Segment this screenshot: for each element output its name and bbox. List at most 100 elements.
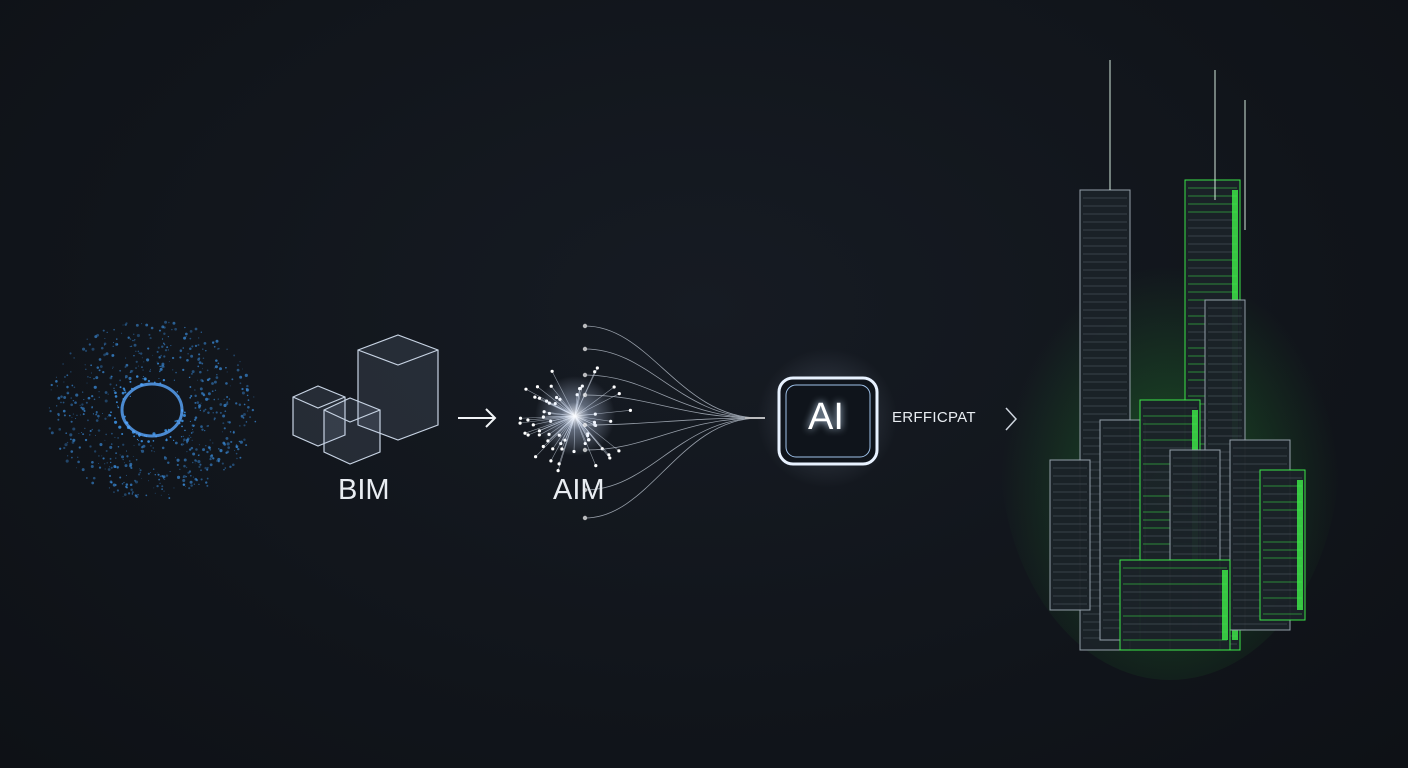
particle xyxy=(137,439,139,441)
particle xyxy=(115,384,118,386)
particle xyxy=(189,337,192,340)
particle xyxy=(97,429,101,432)
particle xyxy=(193,483,196,485)
particle xyxy=(124,366,127,368)
particle xyxy=(161,362,165,366)
particle xyxy=(229,465,232,469)
particle xyxy=(111,375,113,378)
particle xyxy=(157,346,160,349)
particle xyxy=(182,476,185,478)
particle xyxy=(113,387,115,390)
particle xyxy=(66,374,69,377)
particle xyxy=(72,427,76,431)
particle xyxy=(119,476,122,479)
particle xyxy=(200,478,203,481)
particle xyxy=(201,362,204,365)
particle xyxy=(124,464,128,468)
particle xyxy=(102,457,105,460)
particle xyxy=(173,379,175,381)
particle xyxy=(231,463,235,467)
particle xyxy=(139,471,141,474)
particle xyxy=(237,447,240,451)
particle xyxy=(109,376,113,380)
particle xyxy=(107,416,109,418)
particle xyxy=(93,377,95,380)
particle xyxy=(223,443,227,446)
ai-chip-icon xyxy=(757,348,897,488)
particle xyxy=(134,340,136,342)
particle xyxy=(194,416,198,419)
particle xyxy=(159,365,161,368)
particle xyxy=(133,479,137,482)
particle xyxy=(111,354,115,358)
particle xyxy=(125,450,128,452)
particle xyxy=(160,494,162,496)
particle xyxy=(118,425,122,429)
particle xyxy=(201,379,204,383)
particle xyxy=(116,343,119,346)
particle xyxy=(209,457,212,461)
particle xyxy=(156,484,159,488)
particle xyxy=(82,391,84,393)
particle xyxy=(129,483,133,487)
particle xyxy=(224,410,227,413)
particle xyxy=(190,475,192,477)
aim-core-glow xyxy=(535,376,615,456)
particle xyxy=(129,464,132,468)
particle xyxy=(104,391,108,394)
particle xyxy=(242,416,245,419)
particle xyxy=(161,325,165,329)
particle xyxy=(91,406,93,409)
particle xyxy=(236,368,240,372)
particle xyxy=(217,347,220,350)
particle xyxy=(187,353,189,355)
particle xyxy=(90,372,92,374)
particle xyxy=(185,486,187,487)
particle xyxy=(206,468,209,471)
network-node xyxy=(550,369,554,373)
particle xyxy=(56,385,59,387)
flow-node xyxy=(582,487,588,493)
particle xyxy=(190,354,194,358)
particle xyxy=(161,446,165,450)
particle xyxy=(191,370,195,374)
particle xyxy=(123,462,125,464)
particle xyxy=(55,380,58,383)
network-node xyxy=(612,385,616,389)
particle xyxy=(202,411,204,413)
particle xyxy=(50,389,52,391)
particle xyxy=(104,417,107,420)
particle xyxy=(172,321,176,325)
particle xyxy=(69,438,72,441)
particle xyxy=(123,481,125,484)
particle xyxy=(130,466,133,470)
particle xyxy=(194,327,198,331)
particle xyxy=(180,436,183,438)
particle xyxy=(245,421,248,423)
particle xyxy=(190,432,193,434)
particle xyxy=(67,455,69,457)
particle xyxy=(197,358,200,361)
bim-label: BIM xyxy=(338,474,390,506)
particle xyxy=(147,472,150,475)
particle xyxy=(133,435,136,438)
particle xyxy=(225,382,228,385)
particle xyxy=(200,469,202,472)
particle xyxy=(227,421,229,423)
particle xyxy=(142,369,144,371)
particle xyxy=(198,444,200,446)
particle xyxy=(229,431,232,433)
particle xyxy=(232,431,235,434)
particle xyxy=(197,454,200,457)
particle xyxy=(253,396,255,398)
particle xyxy=(141,357,143,359)
particle xyxy=(114,466,117,469)
particle xyxy=(205,350,207,352)
particle xyxy=(189,420,191,422)
particle xyxy=(215,339,219,343)
particle xyxy=(159,475,162,478)
particle xyxy=(221,431,223,433)
particle xyxy=(121,391,125,395)
particle xyxy=(182,443,185,445)
